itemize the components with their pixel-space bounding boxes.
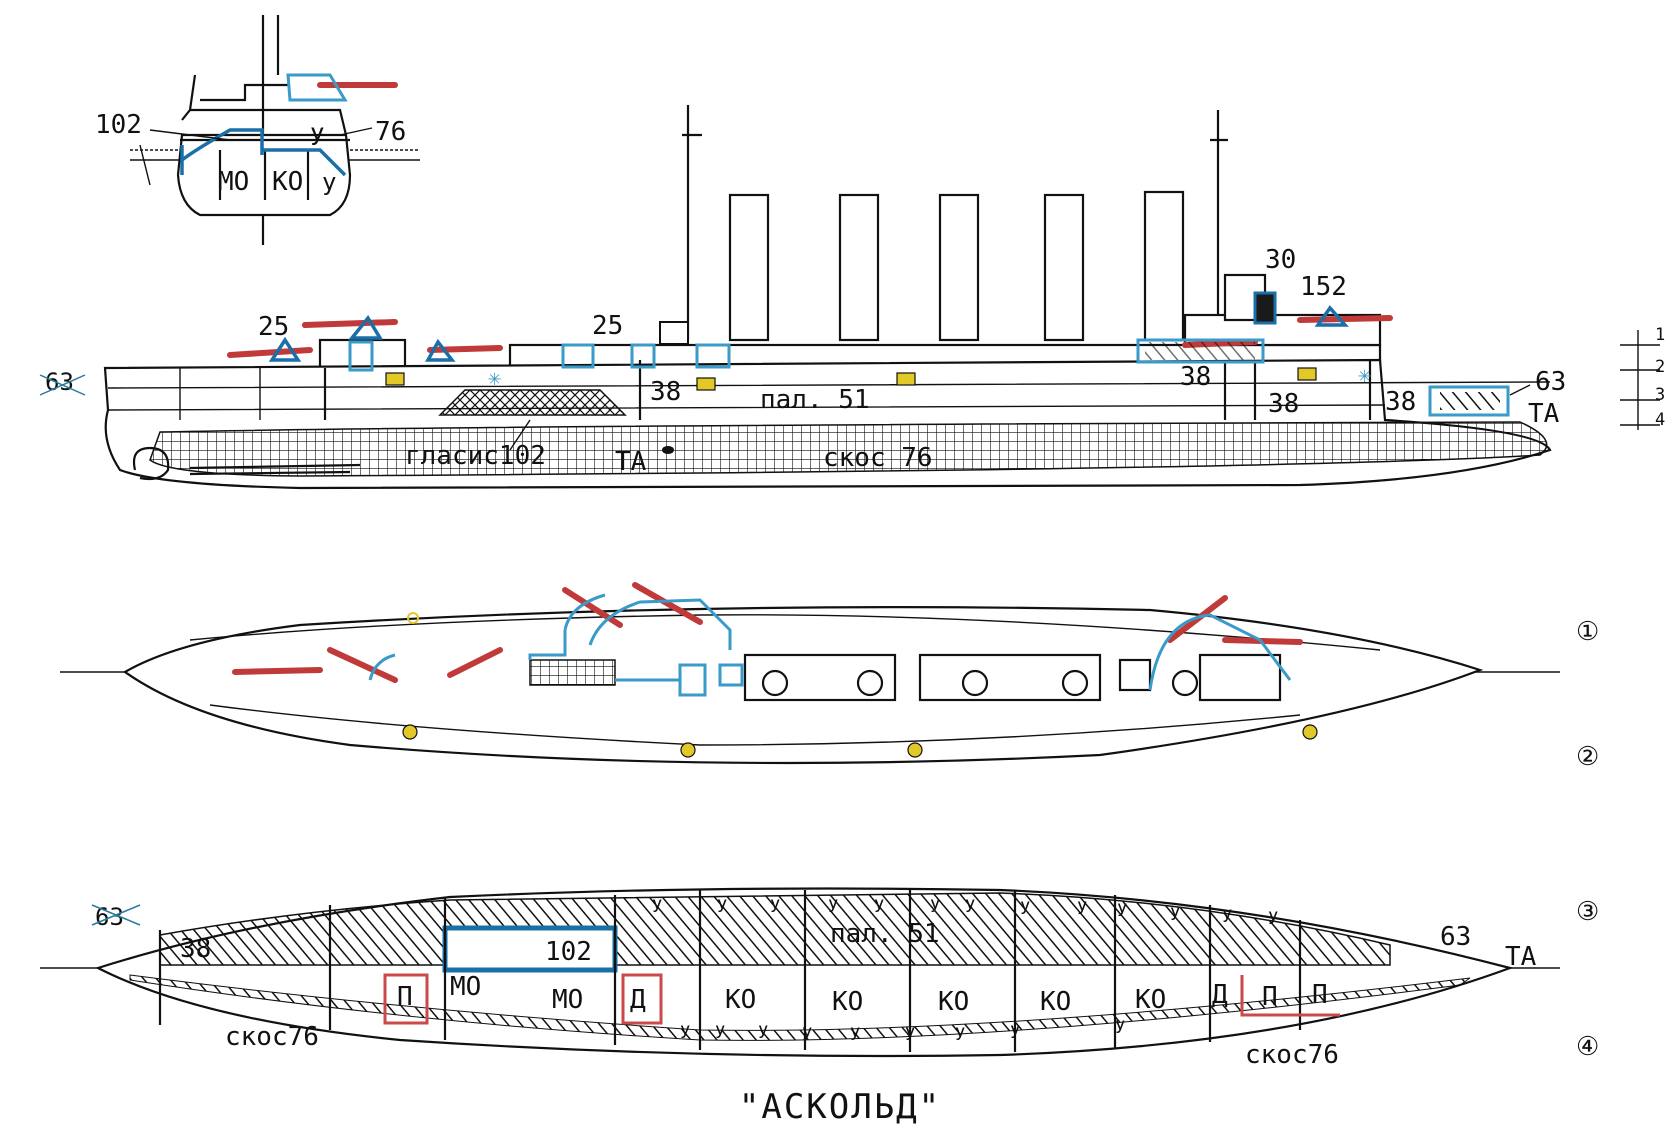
u-label-upper: У <box>930 897 940 917</box>
side-label-glacis: гласис102 <box>405 441 546 471</box>
u-label-lower: У <box>758 1023 768 1043</box>
u-label-upper: У <box>717 897 727 917</box>
deck-level-scale: 1 2 3 4 <box>1620 325 1665 430</box>
side-marker-star-1: ✳ <box>488 366 501 391</box>
section-label-102: 102 <box>95 110 142 140</box>
comp-label: КО <box>1135 985 1166 1015</box>
section-engine-room-label: МО <box>218 167 249 197</box>
comp-label: Д <box>630 985 646 1015</box>
comp-label: МО <box>450 972 481 1002</box>
comp-label: П <box>1262 982 1278 1012</box>
comp-label: КО <box>832 987 863 1017</box>
side-profile-view: ✳ ✳ 25 25 63 38 пал. 51 38 38 38 63 ТА г… <box>39 105 1665 490</box>
plan-marker-2: ② <box>1576 742 1599 772</box>
funnel-1 <box>728 193 770 342</box>
cross-section-view: 102 76 МО КО У у <box>95 15 420 245</box>
comp-label: П <box>1312 980 1328 1010</box>
side-label-30: 30 <box>1265 245 1296 275</box>
u-label-upper: У <box>828 897 838 917</box>
side-label-152: 152 <box>1300 272 1347 302</box>
u-label-upper: У <box>1077 899 1087 919</box>
section-label-76: 76 <box>375 117 406 147</box>
u-label-lower: У <box>680 1023 690 1043</box>
side-label-38-c: 38 <box>1268 389 1299 419</box>
scale-mark-1: 1 <box>1655 325 1665 345</box>
u-label-upper: У <box>1020 899 1030 919</box>
comp-label: Д <box>1212 980 1228 1010</box>
side-label-25-mid: 25 <box>592 311 623 341</box>
scale-mark-3: 3 <box>1655 385 1665 405</box>
u-label-lower: У <box>715 1023 725 1043</box>
u-label-lower: У <box>1115 1018 1125 1038</box>
side-label-38-d: 38 <box>1385 387 1416 417</box>
side-label-deck-51: пал. 51 <box>760 385 870 415</box>
hold-label-slope-left: скос76 <box>225 1022 319 1052</box>
comp-label: КО <box>725 985 756 1015</box>
u-label-lower: У <box>955 1025 965 1045</box>
scale-mark-4: 4 <box>1655 410 1665 430</box>
comp-label: КО <box>938 987 969 1017</box>
side-label-slope-76: скос 76 <box>823 443 933 473</box>
u-label-upper: У <box>965 897 975 917</box>
side-label-ta-mid: ТА <box>615 447 647 477</box>
side-marker-star-2: ✳ <box>1358 363 1371 388</box>
section-boiler-room-label: КО <box>272 167 303 197</box>
diagram-title: "АСКОЛЬД" <box>739 1087 941 1127</box>
funnel-4 <box>1043 193 1085 342</box>
plan-marker-1: ① <box>1576 617 1599 647</box>
u-label-upper: У <box>1170 905 1180 925</box>
u-label-lower: У <box>1010 1023 1020 1043</box>
u-label-lower: У <box>802 1025 812 1045</box>
hold-label-38: 38 <box>180 934 211 964</box>
comp-label: КО <box>1040 987 1071 1017</box>
hold-label-102: 102 <box>545 937 592 967</box>
glacis-area <box>438 389 627 416</box>
hold-marker-3: ③ <box>1576 897 1599 927</box>
side-label-38-b: 38 <box>1180 362 1211 392</box>
funnel-3 <box>938 193 980 342</box>
u-label-upper: У <box>1117 901 1127 921</box>
u-label-upper: У <box>1222 907 1232 927</box>
u-label-upper: У <box>1268 909 1278 929</box>
u-label-lower: У <box>850 1025 860 1045</box>
u-label-upper: У <box>652 897 662 917</box>
hold-label-slope-right: скос76 <box>1245 1040 1339 1070</box>
funnel-2 <box>838 193 880 342</box>
hold-label-63-stern: 63 <box>1440 922 1471 952</box>
section-u-label-upper: У <box>310 123 324 151</box>
funnel-5 <box>1143 190 1185 342</box>
side-label-25-bow: 25 <box>258 312 289 342</box>
u-label-lower: У <box>905 1025 915 1045</box>
side-label-ta-stern: ТА <box>1528 399 1560 429</box>
deck-plan-view: ① ② <box>60 582 1599 772</box>
u-label-upper: У <box>770 897 780 917</box>
comp-label: МО <box>552 985 583 1015</box>
hold-label-ta: ТА <box>1505 942 1537 972</box>
hold-marker-4: ④ <box>1576 1032 1599 1062</box>
section-u-label-lower: у <box>322 168 336 196</box>
hold-plan-view: 63 38 102 пал. 51 63 ТА скос76 скос76 ③ … <box>40 887 1599 1070</box>
hold-label-deck-51: пал. 51 <box>830 919 940 949</box>
scale-mark-2: 2 <box>1655 357 1665 377</box>
side-label-38-a: 38 <box>650 377 681 407</box>
comp-label: П <box>397 982 413 1012</box>
armor-belt-grid <box>149 421 1548 477</box>
side-label-63-stern: 63 <box>1535 367 1566 397</box>
u-label-upper: У <box>874 897 884 917</box>
